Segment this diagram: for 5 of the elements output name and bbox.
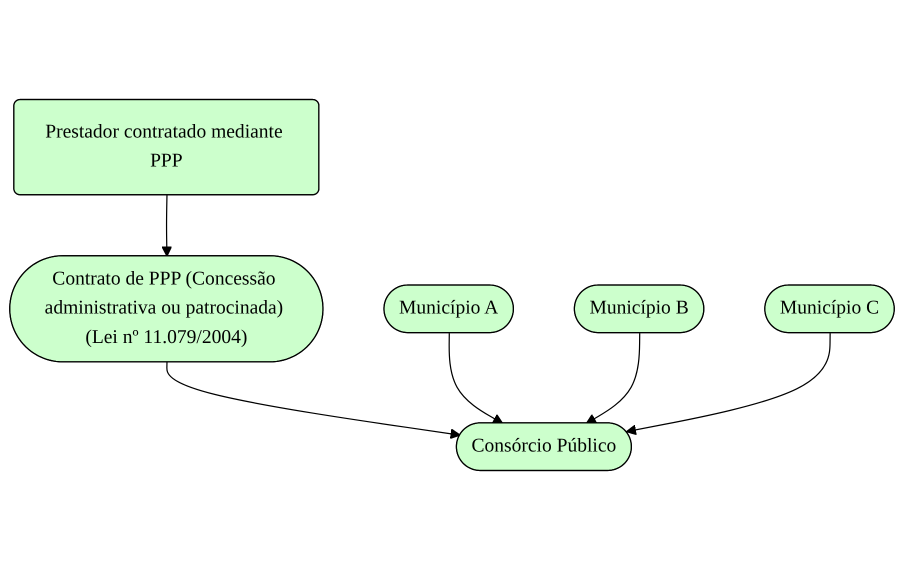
arrow bbox=[626, 333, 831, 436]
arrow bbox=[161, 195, 172, 257]
arrow bbox=[166, 362, 461, 440]
arrow bbox=[586, 333, 640, 424]
arrow bbox=[448, 333, 504, 424]
